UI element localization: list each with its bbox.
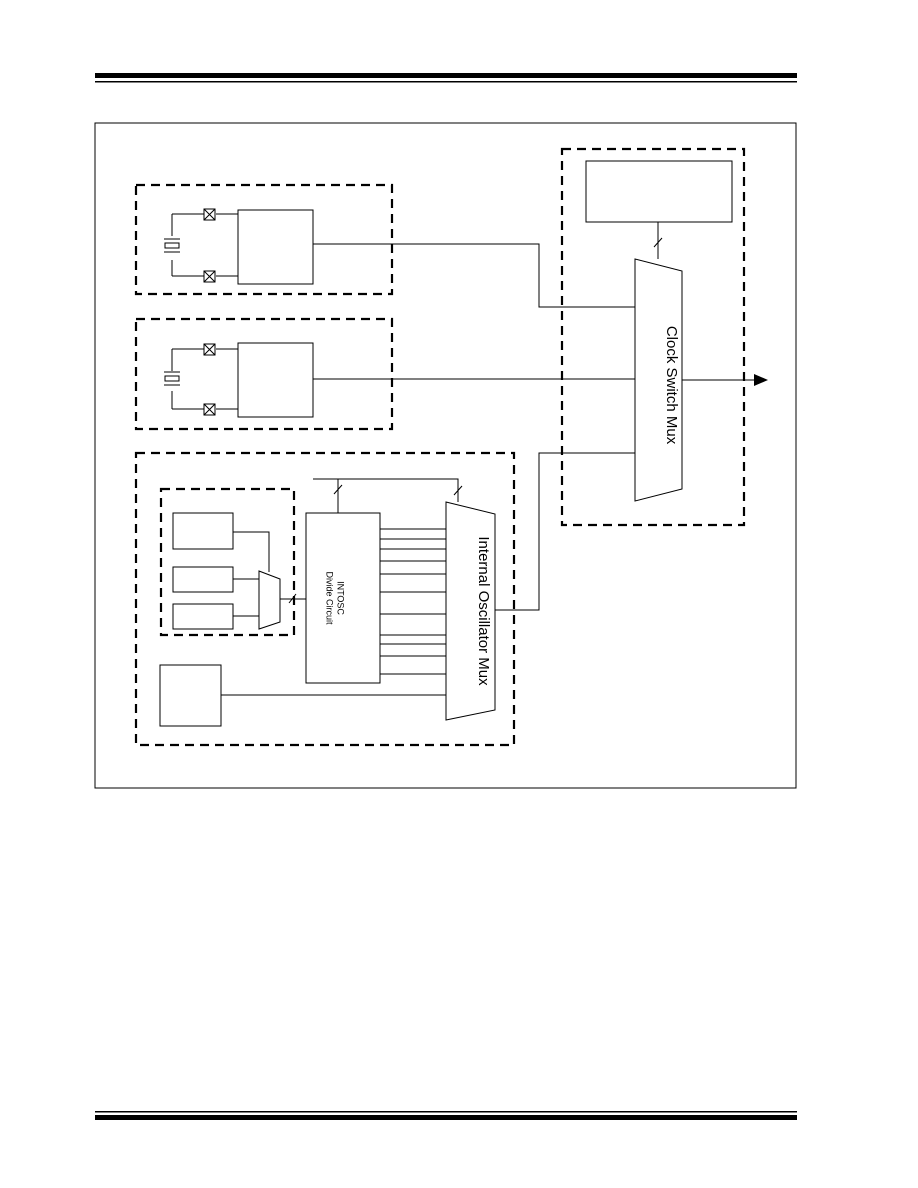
secondary-oscillator-block: [237, 342, 314, 418]
hf-source-block: [172, 512, 234, 550]
primary-output-wire: [313, 243, 635, 308]
clock-switch-mux-shape: [634, 258, 683, 502]
source-bus-slash-icon: [288, 593, 297, 604]
output-arrow-icon: [754, 374, 768, 386]
mf-source-block: [172, 566, 234, 593]
secondary-pin-icon-bottom: [203, 403, 216, 416]
primary-oscillator-block: [237, 209, 314, 285]
primary-oscillator-group: [134, 183, 635, 308]
clock-switch-group: Clock Switch Mux: [560, 147, 768, 527]
secondary-oscillator-boundary: [134, 317, 394, 431]
primary-crystal-icon: [164, 213, 238, 277]
footer-rule: [95, 1111, 797, 1120]
clock-select-register-block: [585, 160, 733, 223]
mux-bus-slash-icon: [453, 485, 463, 496]
primary-oscillator-boundary: [134, 183, 394, 296]
lf-source-block: [172, 603, 234, 630]
internal-oscillator-group: INTOSC Divide Circuit Internal Oscillato…: [134, 451, 635, 747]
secondary-pin-icon-top: [203, 343, 216, 356]
primary-pin-icon-bottom: [203, 270, 216, 283]
internal-oscillator-mux-shape: [445, 501, 496, 721]
secondary-oscillator-group: [134, 317, 635, 431]
internal-oscillator-mux-label: Internal Oscillator Mux: [475, 536, 492, 686]
intosc-label: INTOSC: [336, 581, 346, 615]
primary-pin-icon-top: [203, 208, 216, 221]
divider-bus-slash-icon: [333, 484, 343, 495]
internal-oscillator-output-wire: [495, 452, 635, 611]
source-select-mux-shape: [258, 570, 281, 630]
intosc-divide-circuit-block: [305, 512, 381, 684]
divide-circuit-label: Divide Circuit: [325, 571, 335, 625]
figure-frame: [94, 122, 797, 789]
clock-switch-boundary: [560, 147, 746, 527]
clock-switch-mux-label: Clock Switch Mux: [663, 326, 680, 445]
header-rule: [95, 73, 797, 83]
lfintosc-block: [159, 664, 222, 727]
secondary-crystal-icon: [164, 348, 238, 410]
intosc-source-boundary: [159, 487, 296, 637]
internal-oscillator-boundary: [134, 451, 516, 747]
divider-output-wires: [380, 528, 446, 675]
bus-slash-icon: [653, 237, 663, 248]
